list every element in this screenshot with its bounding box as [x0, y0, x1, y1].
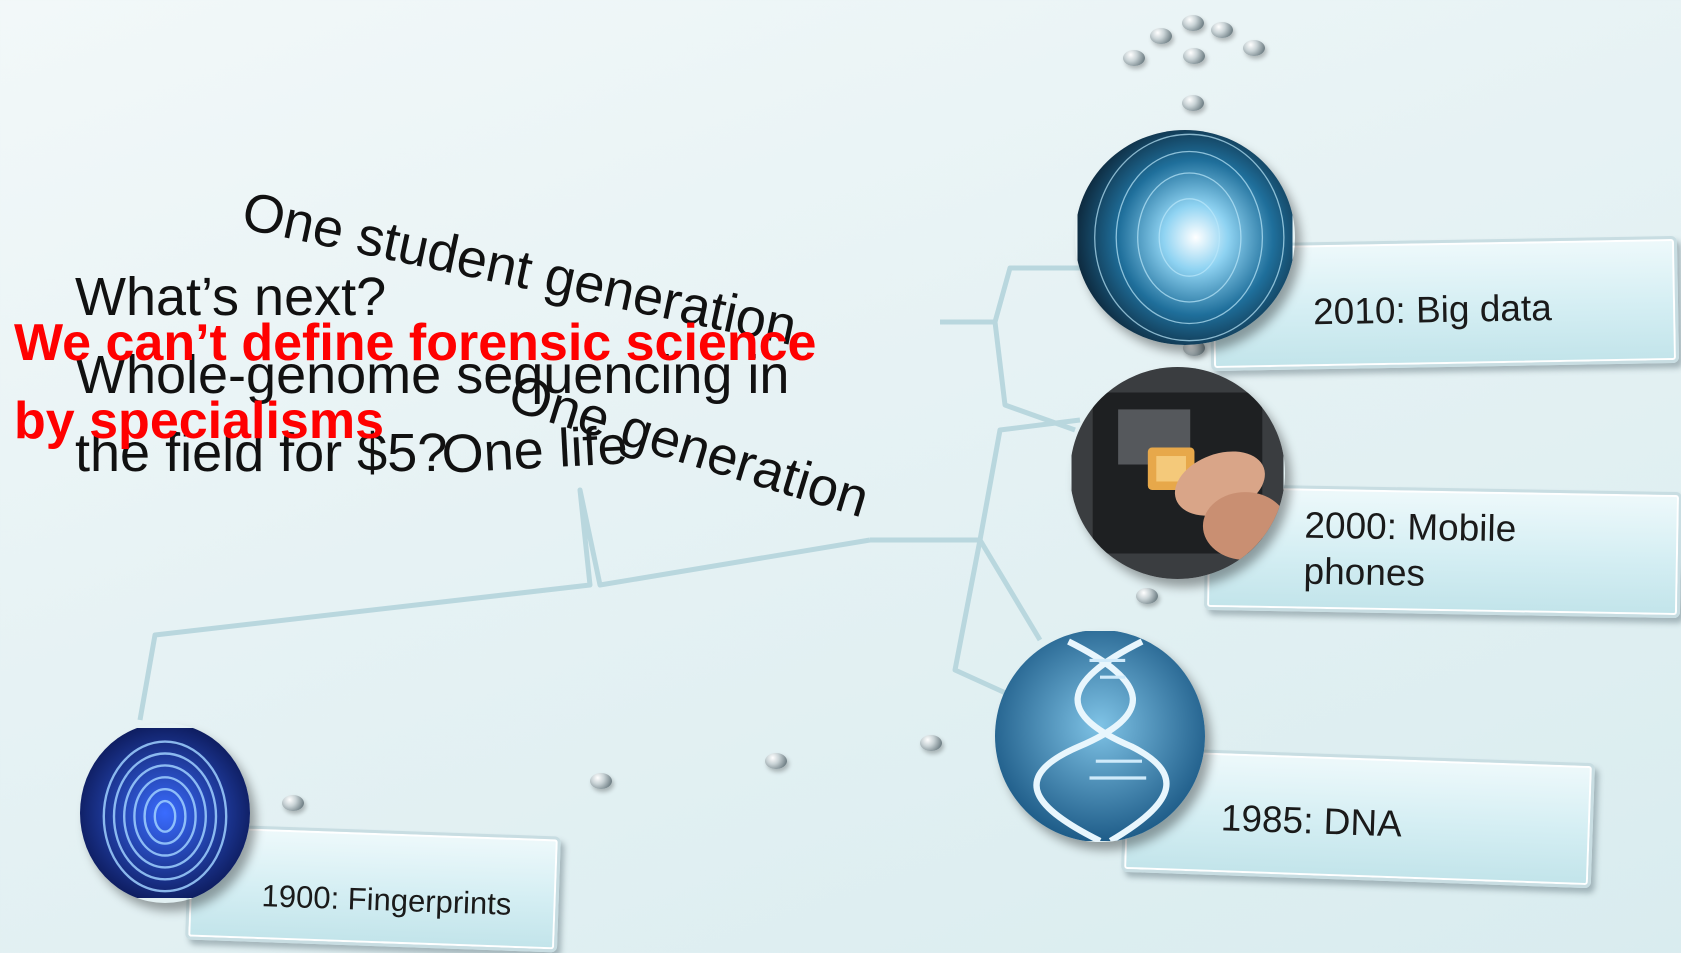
headline-line-1: We can’t define forensic science [14, 314, 817, 372]
decorative-bead [1123, 50, 1145, 66]
sim-card-phone-icon [1070, 367, 1285, 579]
decorative-bead [1136, 588, 1158, 604]
timeline-item-label-line-2: phones [1303, 550, 1426, 594]
decorative-bead [590, 773, 612, 789]
timeline-item-label-line-1: 2000: Mobile [1304, 504, 1517, 550]
timeline-item-label: 1985: DNA [1220, 797, 1403, 845]
annotation-one-life: One life [440, 415, 630, 485]
decorative-bead [1211, 22, 1233, 38]
question-line-3: the field for $5? [75, 423, 448, 483]
binary-data-tunnel-icon [1075, 130, 1295, 345]
decorative-bead [765, 753, 787, 769]
timeline-item-label: 1900: Fingerprints [261, 878, 512, 922]
decorative-bead [282, 795, 304, 811]
decorative-bead [1182, 15, 1204, 31]
question-line-2: Whole-genome sequencing in [75, 345, 790, 405]
decorative-bead [1150, 28, 1172, 44]
question-line-1: What’s next? [75, 267, 387, 327]
decorative-bead [1183, 48, 1205, 64]
decorative-bead [1243, 40, 1265, 56]
decorative-bead [920, 735, 942, 751]
decorative-bead [1182, 95, 1204, 111]
timeline-item-label: 2010: Big data [1312, 287, 1553, 333]
dna-helix-icon [995, 630, 1205, 842]
fingerprint-icon [80, 723, 250, 903]
headline-line-2: by specialisms [14, 392, 384, 450]
